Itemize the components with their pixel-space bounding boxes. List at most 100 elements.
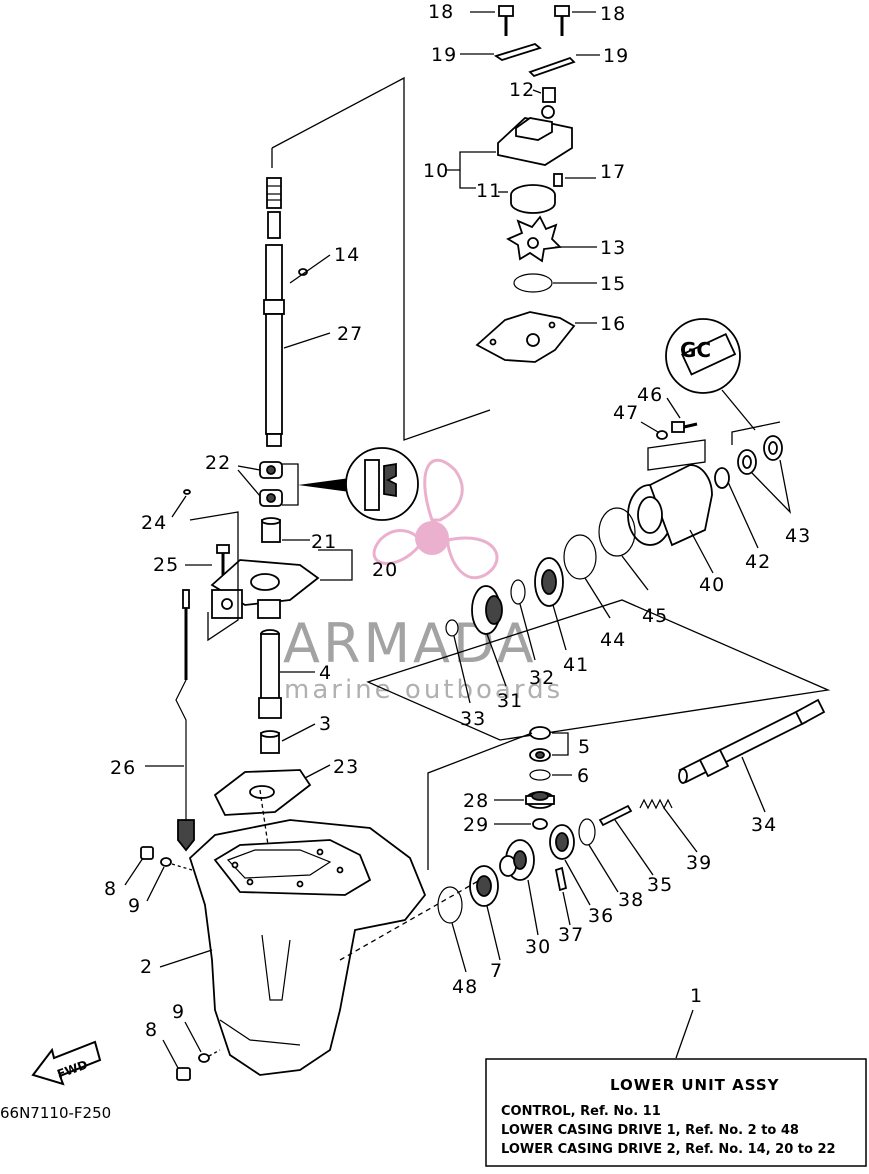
tapered-bearing-7 [469,865,499,907]
bearing-detail-inset [345,447,419,521]
sleeve-4 [258,629,282,719]
propeller-shaft-housing-40 [627,464,713,547]
callout-29: 29 [463,814,489,836]
legend-line-1: CONTROL, Ref. No. 11 [501,1104,661,1119]
callout-20: 20 [372,559,398,581]
shim-38 [578,818,596,846]
shim-48 [437,886,463,924]
outer-plate-cartridge-16 [475,311,576,363]
callout-13: 13 [600,237,626,259]
o-ring-15 [513,273,553,293]
push-rod-35 [598,804,633,827]
seal-43-left [737,449,757,475]
callout-3: 3 [319,713,332,735]
callout-37: 37 [558,924,584,946]
callout-15: 15 [600,273,626,295]
callout-46: 46 [637,384,663,406]
legend-title: LOWER UNIT ASSY [610,1076,780,1094]
callout-44: 44 [600,629,626,651]
gasket-23 [213,769,312,816]
callout-30: 30 [525,936,551,958]
callout-11: 11 [476,180,502,202]
shim-32 [510,579,526,605]
figure-code: 66N7110-F250 [0,1104,111,1122]
callout-9-lower: 9 [172,1001,185,1023]
spring-39 [639,798,673,810]
callout-18-left: 18 [428,1,454,23]
callout-8-lower: 8 [145,1019,158,1041]
callout-24: 24 [141,512,167,534]
callout-40: 40 [699,574,725,596]
lower-casing-2 [188,819,427,1076]
bolt-8-lower [176,1067,191,1081]
shim-6 [529,769,551,781]
washer-47 [656,430,668,440]
seal-43-right [763,435,783,461]
callout-47: 47 [613,402,639,424]
collar-3 [260,730,280,754]
insert-cartridge-11 [510,184,556,214]
reverse-gear-31 [471,585,503,635]
washer-9-upper [160,857,172,867]
bearing-5 [529,726,551,762]
callout-19-right: 19 [603,45,629,67]
fwd-arrow-icon: FWD [31,1040,102,1086]
callout-17: 17 [600,161,626,183]
callout-39: 39 [686,852,712,874]
bolt-8-upper [140,846,154,860]
ball-bearing-41 [534,557,564,607]
pinion-28 [525,791,555,809]
gc-label: GC [680,338,711,362]
callout-48: 48 [452,976,478,998]
bolt-46 [671,421,698,433]
callout-19-left: 19 [431,44,457,66]
key-14 [298,268,308,276]
callout-1: 1 [690,985,703,1007]
callout-2: 2 [140,956,153,978]
drive-shaft-27 [263,177,285,447]
o-ring-44 [563,534,597,580]
callout-16: 16 [600,313,626,335]
bolt-18-left [498,5,514,36]
bearing-22-lower [259,489,283,507]
callout-27: 27 [337,323,363,345]
dowel-pin-17 [553,173,563,187]
nut-29 [532,818,548,830]
propeller-logo-icon [372,458,499,580]
callout-31: 31 [497,690,523,712]
callout-32: 32 [529,667,555,689]
bearing-22-upper [259,461,283,479]
callout-21: 21 [311,531,337,553]
callout-34: 34 [751,814,777,836]
pump-housing-10 [497,87,573,166]
pin-37 [554,866,568,892]
o-ring-45 [598,507,636,557]
callout-12: 12 [509,79,535,101]
shift-rod-26 [175,589,195,852]
callout-36: 36 [588,905,614,927]
callout-45: 45 [642,605,668,627]
callout-43: 43 [785,525,811,547]
forward-gear-30 [499,839,535,881]
bolt-18-right [554,5,570,36]
callout-7: 7 [490,960,503,982]
legend-box: LOWER UNIT ASSY CONTROL, Ref. No. 11 LOW… [485,1058,867,1167]
callout-23: 23 [333,756,359,778]
bushing-21 [261,517,281,543]
washer-9-lower [198,1053,210,1063]
callout-41: 41 [563,654,589,676]
callout-6: 6 [577,765,590,787]
propeller-shaft-34 [678,698,826,784]
bushing-42 [714,467,730,489]
drive-shaft-housing-20 [210,559,320,619]
callout-10: 10 [423,160,449,182]
callout-35: 35 [647,874,673,896]
callout-4: 4 [319,662,332,684]
callout-42: 42 [745,551,771,573]
plate-19-right [528,56,576,78]
watermark: ARMADA marine outboards [283,458,560,705]
bolt-25 [216,544,230,575]
callout-26: 26 [110,757,136,779]
